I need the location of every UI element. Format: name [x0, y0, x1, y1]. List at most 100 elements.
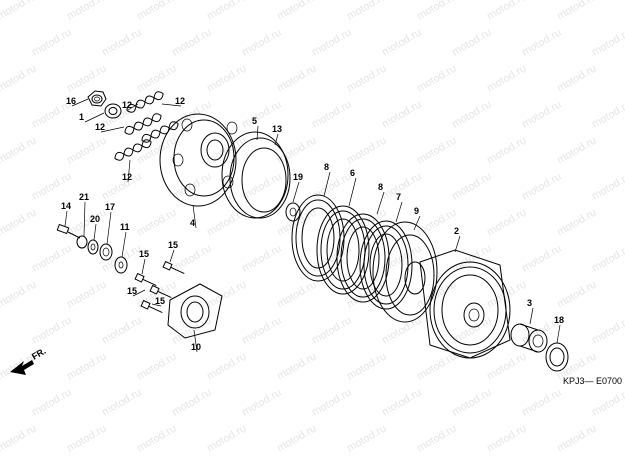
watermark-text: motod.ru	[590, 386, 625, 418]
watermark-text: motod.ru	[485, 278, 529, 310]
leader-line-3	[529, 307, 534, 325]
callout-labels: 1611212121251341986879214212017111515151…	[61, 96, 564, 352]
watermark-text: motod.ru	[345, 62, 389, 94]
leader-line-8	[323, 171, 331, 197]
watermark-text: motod.ru	[275, 62, 319, 94]
watermark-text: motod.ru	[65, 134, 109, 166]
watermark-text: motod.ru	[135, 206, 179, 238]
watermark-text: motod.ru	[520, 386, 564, 418]
leader-line-12	[127, 103, 139, 111]
watermark-text: motod.ru	[310, 170, 354, 202]
leader-line-4	[192, 204, 197, 229]
watermark-text: motod.ru	[380, 314, 424, 346]
watermark-text: motod.ru	[485, 206, 529, 238]
watermark-text: motod.ru	[590, 170, 625, 202]
leader-line-15	[132, 289, 146, 297]
callout-12: 12	[95, 122, 105, 132]
leader-line-20	[93, 223, 97, 241]
leader-lines	[64, 98, 561, 353]
watermark-text: motod.ru	[240, 26, 284, 58]
callout-20: 20	[90, 214, 100, 224]
watermark-text: motod.ru	[170, 26, 214, 58]
watermark-text: motod.ru	[240, 242, 284, 274]
watermark-text: motod.ru	[205, 350, 249, 382]
leader-line-21	[83, 201, 86, 237]
callout-19: 19	[293, 172, 303, 182]
watermark-text: motod.ru	[205, 0, 249, 23]
watermark-text: motod.ru	[590, 242, 625, 274]
watermark-text: motod.ru	[485, 62, 529, 94]
leader-line-8	[376, 191, 385, 215]
watermark-text: motod.ru	[135, 0, 179, 23]
watermark-text: motod.ru	[415, 134, 459, 166]
leader-line-18	[556, 324, 561, 344]
leader-line-15	[151, 303, 162, 307]
watermark-text: motod.ru	[275, 422, 319, 454]
watermark-text: motod.ru	[415, 422, 459, 454]
outer-guide-collar	[510, 323, 548, 353]
watermark-text: motod.ru	[205, 206, 249, 238]
callout-1: 1	[79, 112, 84, 122]
watermark-text: motod.ru	[0, 134, 39, 166]
watermark-text: motod.ru	[100, 242, 144, 274]
callout-15: 15	[127, 286, 137, 296]
watermark-text: motod.ru	[240, 314, 284, 346]
leader-line-9	[413, 215, 421, 231]
lock-nut	[87, 90, 107, 107]
watermark-text: motod.ru	[65, 422, 109, 454]
watermark-text: motod.ru	[30, 386, 74, 418]
watermark-text: motod.ru	[520, 170, 564, 202]
watermark-text: motod.ru	[100, 314, 144, 346]
callout-16: 16	[66, 96, 76, 106]
spring-seat	[285, 202, 301, 222]
leader-line-11	[121, 231, 127, 258]
watermark-text: motod.ru	[30, 170, 74, 202]
watermark-text: motod.ru	[380, 98, 424, 130]
watermark-text: motod.ru	[275, 206, 319, 238]
leader-line-1	[84, 112, 105, 123]
watermark-text: motod.ru	[0, 422, 39, 454]
watermark-text: motod.ru	[450, 386, 494, 418]
clutch-plates-stack	[291, 194, 413, 310]
clutch-lifter-parts	[56, 223, 128, 274]
callout-12: 12	[122, 100, 132, 110]
watermark-text: motod.ru	[380, 386, 424, 418]
leader-line-5	[256, 125, 259, 141]
watermark-text: motod.ru	[345, 0, 389, 23]
watermark-text: motod.ru	[100, 26, 144, 58]
watermark-text: motod.ru	[415, 350, 459, 382]
watermark-text: motod.ru	[555, 278, 599, 310]
leader-line-2	[454, 235, 461, 253]
callout-18: 18	[554, 315, 564, 325]
callout-14: 14	[61, 201, 71, 211]
callout-13: 13	[272, 124, 282, 134]
leader-line-12	[100, 126, 125, 133]
watermark-text: motod.ru	[345, 350, 389, 382]
watermark-text: motod.ru	[0, 278, 39, 310]
watermark-text: motod.ru	[555, 422, 599, 454]
watermark-text: motod.ru	[520, 98, 564, 130]
leader-line-12	[127, 159, 131, 183]
watermark-text: motod.ru	[590, 26, 625, 58]
callout-12: 12	[175, 96, 185, 106]
callout-15: 15	[139, 249, 149, 259]
watermark-text: motod.ru	[555, 62, 599, 94]
watermark-text: motod.ru	[240, 170, 284, 202]
callout-9: 9	[414, 206, 419, 216]
callout-12: 12	[122, 172, 132, 182]
watermark-text: motod.ru	[485, 422, 529, 454]
callout-15: 15	[155, 296, 165, 306]
watermark-text: motod.ru	[380, 170, 424, 202]
set-ring-and-judder-spring	[221, 131, 291, 219]
watermark-text: motod.ru	[205, 278, 249, 310]
watermark-text: motod.ru	[310, 314, 354, 346]
flange-bolts	[134, 260, 185, 314]
leader-line-15	[169, 249, 175, 263]
watermark-text: motod.ru	[485, 134, 529, 166]
watermark-text: motod.ru	[345, 134, 389, 166]
callout-2: 2	[454, 226, 459, 236]
callout-11: 11	[120, 222, 130, 232]
watermark-text: motod.ru	[275, 0, 319, 23]
